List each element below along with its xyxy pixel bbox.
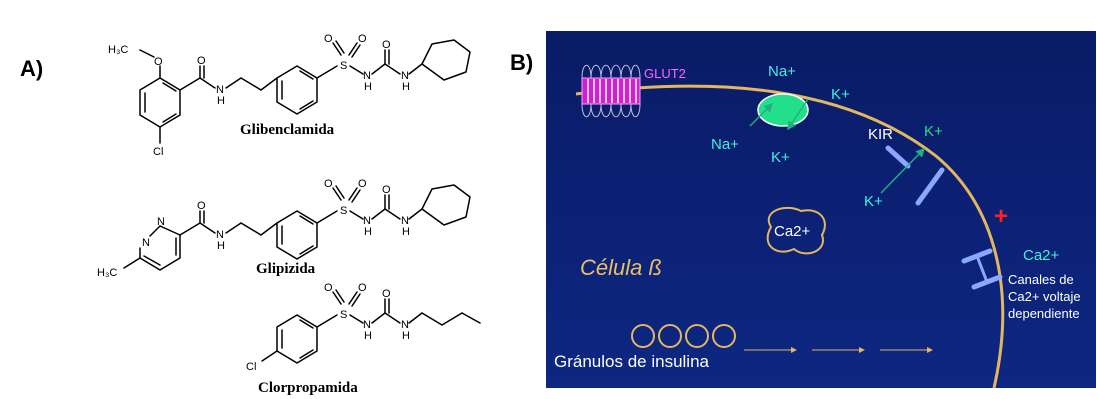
glip-so2-label: O <box>358 178 367 190</box>
channels-line3: dependiente <box>1008 306 1080 321</box>
insulin-granules <box>631 324 736 348</box>
kir-channel-lower <box>915 167 945 206</box>
cell-label: Célula ß <box>580 255 662 280</box>
glip-methyl-label: H₃C <box>97 267 117 279</box>
clor-sulf-n-label: N <box>363 319 371 331</box>
clor-sulf-h-label: H <box>364 330 372 342</box>
na-inflow-arrow <box>749 102 774 127</box>
glib-amide-n-label: N <box>216 84 224 96</box>
glip-amide-n-label: N <box>216 229 224 241</box>
glut2-label: GLUT2 <box>644 66 686 81</box>
clorpropamida-name: Clorpropamida <box>258 380 358 396</box>
clor-urea-o-label: O <box>382 288 391 300</box>
glip-ring-n1-label: N <box>142 237 150 249</box>
k-kir-bottom-label: K+ <box>864 193 883 210</box>
clor-s-label: S <box>340 309 347 321</box>
glip-urea-n-label: N <box>401 215 409 227</box>
cell-membrane <box>575 84 1005 388</box>
glip-urea-h-label: H <box>402 226 410 238</box>
plus-sign: + <box>994 203 1008 230</box>
glib-so1-label: O <box>324 33 333 45</box>
panel-a-label: A) <box>20 56 44 81</box>
glut2-transporter <box>581 64 641 118</box>
clor-chlorine-label: Cl <box>246 361 256 373</box>
glip-sulf-n-label: N <box>363 215 371 227</box>
ca-voltage-channel <box>961 248 1003 290</box>
clor-urea-n-label: N <box>401 319 409 331</box>
glib-sulf-n-label: N <box>363 70 371 82</box>
glip-amide-o-label: O <box>197 200 206 212</box>
glib-oxygen-label: O <box>154 56 163 68</box>
glipizida-structure <box>123 184 471 271</box>
panel-b-label: B) <box>510 50 534 75</box>
k-kir-arrow <box>880 147 926 194</box>
clorpropamida-structure <box>261 289 481 364</box>
clor-so2-label: O <box>358 282 367 294</box>
glibenclamida-structure <box>139 39 471 144</box>
glibenclamida-name: Glibenclamida <box>240 122 335 138</box>
glib-amide-o-label: O <box>197 55 206 67</box>
k-outflow-arrow <box>787 98 809 131</box>
glip-amide-h-label: H <box>217 240 225 252</box>
glipizida-name: Glipizida <box>256 261 316 277</box>
ca-intracellular-blob <box>766 206 826 255</box>
glip-urea-o-label: O <box>382 184 391 196</box>
glib-chlorine-label: Cl <box>153 146 163 158</box>
ca-inside-label: Ca2+ <box>774 223 811 240</box>
glib-urea-n-label: N <box>401 70 409 82</box>
glib-so2-label: O <box>358 33 367 45</box>
glip-s-label: S <box>340 205 347 217</box>
clor-urea-h-label: H <box>402 330 410 342</box>
glip-ring-n2-label: N <box>157 216 165 228</box>
glib-urea-o-label: O <box>382 39 391 51</box>
k-top-label: K+ <box>831 86 850 103</box>
channels-line1: Canales de <box>1008 272 1074 287</box>
glib-urea-h-label: H <box>402 81 410 93</box>
panel-b-beta-cell: GLUT2 Na+ Na+ K+ K+ KIR K+ K+ Ca2+ Célul… <box>546 31 1096 388</box>
glib-amide-h-label: H <box>217 95 225 107</box>
glip-sulf-h-label: H <box>364 226 372 238</box>
granules-label: Gránulos de insulina <box>554 352 710 371</box>
panel-a-structures: H₃C O Cl O N H S O O N H O N H N N H₃C O… <box>97 33 481 396</box>
k-bottom-label: K+ <box>771 149 790 166</box>
na-top-label: Na+ <box>768 63 796 80</box>
kir-channel-upper <box>885 145 911 169</box>
clor-so1-label: O <box>324 282 333 294</box>
na-left-label: Na+ <box>711 136 739 153</box>
k-kir-top-label: K+ <box>924 123 943 140</box>
channels-line2: Ca2+ voltaje <box>1008 289 1081 304</box>
kir-label: KIR <box>868 126 893 143</box>
glip-so1-label: O <box>324 178 333 190</box>
glib-s-label: S <box>340 60 347 72</box>
ca-right-label: Ca2+ <box>1023 247 1060 264</box>
glib-methyl-label: H₃C <box>108 44 128 56</box>
glib-sulf-h-label: H <box>364 81 372 93</box>
